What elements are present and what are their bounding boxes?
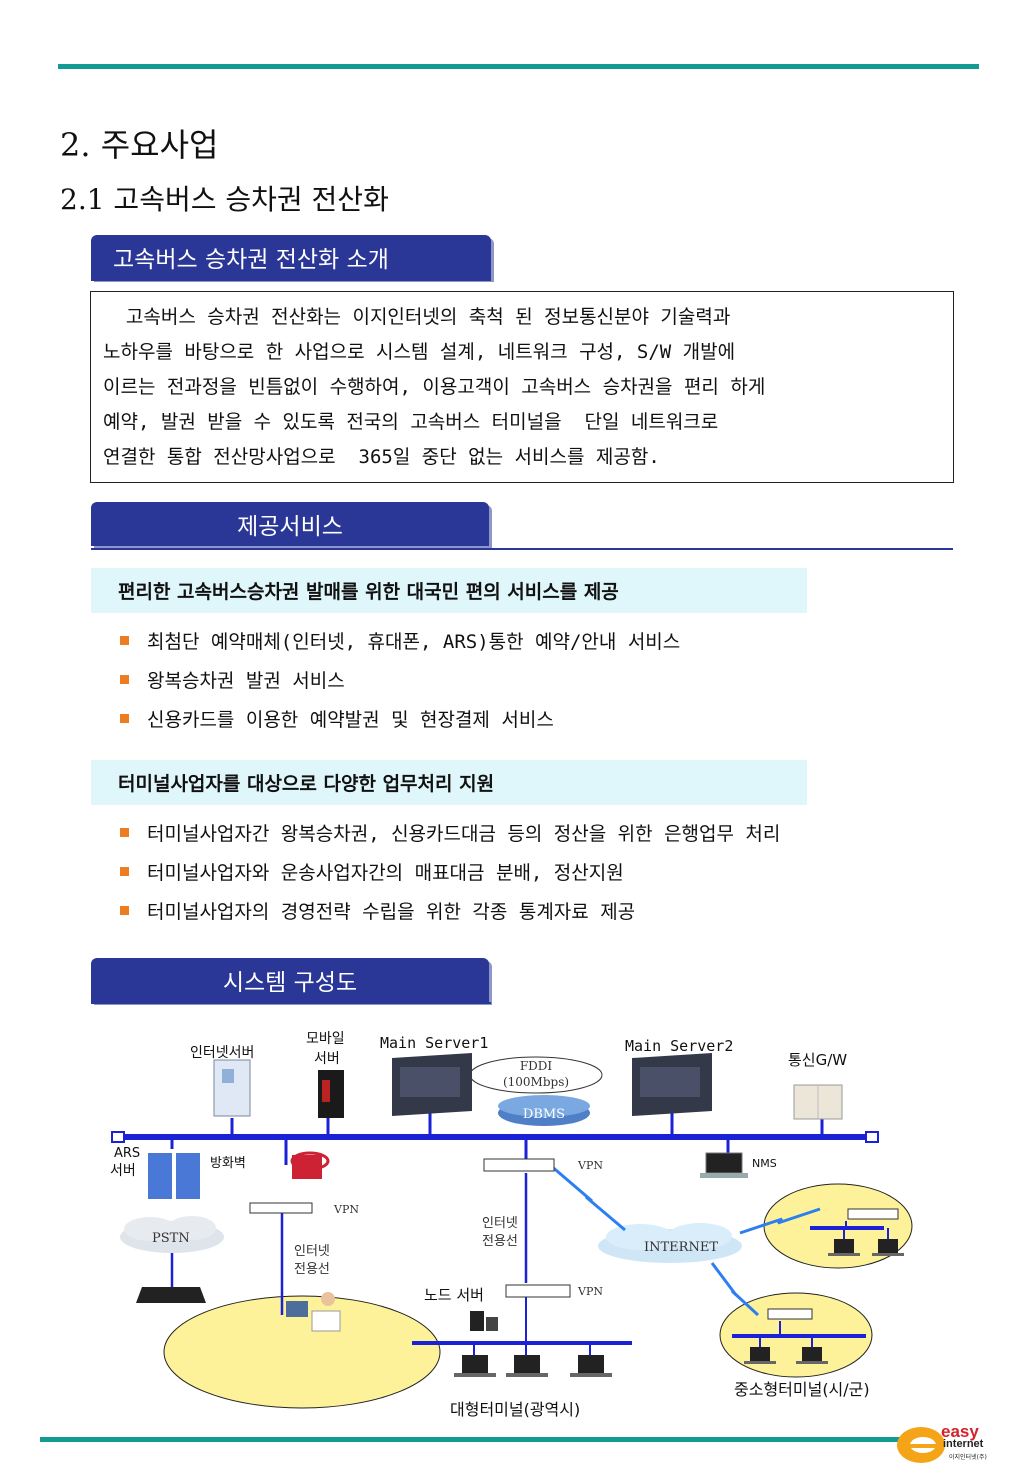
logo-word2: internet: [943, 1438, 984, 1450]
intro-line: 노하우를 바탕으로 한 사업으로 시스템 설계, 네트워크 구성, S/W 개발…: [103, 341, 736, 363]
terminal-pc-icon: [506, 1355, 548, 1377]
tab-underline: [91, 279, 491, 281]
label-internet-server: 인터넷서버: [190, 1045, 254, 1061]
label-comm-gw: 통신G/W: [788, 1051, 847, 1069]
list-item: 터미널사업자의 경영전략 수립을 위한 각종 통계자료 제공: [120, 891, 780, 930]
bullet-icon: [120, 636, 129, 645]
tab-intro: 고속버스 승차권 전산화 소개: [91, 235, 491, 279]
tab-system: 시스템 구성도: [91, 958, 489, 1002]
label-pstn: PSTN: [152, 1231, 190, 1246]
phone-icon: [136, 1287, 206, 1303]
label-vpn: VPN: [577, 1159, 603, 1172]
wan-link: [739, 1207, 821, 1235]
node-server-icon: [470, 1311, 498, 1331]
tab-services: 제공서비스: [91, 502, 489, 546]
logo-caption: 이지인터넷(주): [949, 1454, 987, 1461]
system-diagram: 인터넷서버 모바일 서버 통신G/W ARS 서버 방화벽 노드 서버 대형터미…: [110, 1031, 913, 1419]
top-rule: [58, 64, 979, 69]
internet-cloud-icon: [598, 1223, 742, 1263]
terminal-pc-icon: [872, 1239, 904, 1256]
label-small-terminal: 중소형터미널(시/군): [734, 1380, 870, 1399]
label-leased-line: 인터넷: [482, 1216, 518, 1231]
intro-line: 고속버스 승차권 전산화는 이지인터넷의 축척 된 정보통신분야 기술력과: [103, 306, 731, 328]
label-ars: ARS: [114, 1146, 140, 1161]
intro-line: 이르는 전과정을 빈틈없이 수행하여, 이용고객이 고속버스 승차권을 편리 하…: [103, 376, 766, 398]
bottom-rule: [40, 1437, 900, 1442]
vpn-router-icon: [505, 1284, 571, 1298]
tab-underline: [91, 548, 953, 550]
list-item: 터미널사업자와 운송사업자간의 매표대금 분배, 정산지원: [120, 852, 780, 891]
list-item: 터미널사업자간 왕복승차권, 신용카드대금 등의 정산을 위한 은행업무 처리: [120, 813, 780, 852]
label-nms: NMS: [752, 1157, 777, 1170]
logo-word1: easy: [941, 1422, 979, 1441]
comm-gateway-icon: [793, 1084, 843, 1120]
label-mobile-server: 모바일: [306, 1031, 345, 1047]
services-group2-list: 터미널사업자간 왕복승차권, 신용카드대금 등의 정산을 위한 은행업무 처리 …: [120, 813, 780, 930]
company-logo: easy internet 이지인터넷(주): [895, 1422, 995, 1468]
bullet-icon: [120, 714, 129, 723]
vpn-router-icon: [483, 1158, 555, 1172]
label-internet: INTERNET: [644, 1240, 718, 1255]
nms-laptop-icon: [700, 1152, 748, 1178]
intro-line: 예약, 발권 받을 수 있도록 전국의 고속버스 터미널을 단일 네트워크로: [103, 411, 719, 433]
label-leased-line: 인터넷: [294, 1244, 330, 1259]
intro-line: 연결한 통합 전산망사업으로 365일 중단 없는 서비스를 제공함.: [103, 446, 660, 468]
operator-pc-icon: [286, 1292, 341, 1332]
pstn-cloud-icon: [120, 1216, 224, 1253]
services-group1-title: 편리한 고속버스승차권 발매를 위한 대국민 편의 서비스를 제공: [91, 568, 807, 613]
label-vpn: VPN: [577, 1285, 603, 1298]
vpn-router-icon: [847, 1208, 899, 1220]
label-firewall: 방화벽: [210, 1156, 246, 1171]
main-server2-icon: [632, 1053, 712, 1116]
wan-link: [710, 1262, 760, 1317]
list-item: 최첨단 예약매체(인터넷, 휴대폰, ARS)통한 예약/안내 서비스: [120, 621, 680, 660]
terminal-pc-icon: [454, 1355, 496, 1377]
label-main-server1: Main Server1: [380, 1034, 488, 1052]
list-item: 왕복승차권 발권 서비스: [120, 660, 680, 699]
label-fddi: FDDI: [520, 1059, 553, 1073]
page-heading: 2. 주요사업: [60, 126, 219, 164]
large-terminal-area: [163, 1295, 441, 1409]
bullet-icon: [120, 906, 129, 915]
intro-textbox: 고속버스 승차권 전산화는 이지인터넷의 축척 된 정보통신분야 기술력과 노하…: [90, 291, 954, 483]
label-node-server: 노드 서버: [424, 1286, 484, 1304]
section-heading: 2.1 고속버스 승차권 전산화: [60, 183, 389, 216]
main-server1-icon: [392, 1053, 472, 1116]
label-leased-line: 전용선: [294, 1262, 330, 1277]
label-main-server2: Main Server2: [625, 1037, 733, 1055]
ars-server-icon: [148, 1153, 200, 1199]
label-ars: 서버: [110, 1163, 136, 1179]
bullet-icon: [120, 675, 129, 684]
label-large-terminal: 대형터미널(광역시): [450, 1400, 580, 1419]
tab-underline: [91, 1002, 491, 1004]
label-leased-line: 전용선: [482, 1234, 518, 1249]
bullet-icon: [120, 867, 129, 876]
terminal-pc-icon: [570, 1355, 612, 1377]
wan-link: [549, 1163, 626, 1232]
mobile-server-icon: [318, 1070, 344, 1118]
firewall-icon: [290, 1151, 330, 1179]
terminal-pc-icon: [744, 1347, 776, 1364]
label-dbms: DBMS: [523, 1107, 565, 1122]
bullet-icon: [120, 828, 129, 837]
label-fddi: (100Mbps): [503, 1075, 569, 1089]
terminal-pc-icon: [828, 1239, 860, 1256]
list-item: 신용카드를 이용한 예약발권 및 현장결제 서비스: [120, 699, 680, 738]
vpn-router-icon: [249, 1202, 313, 1214]
services-group1-list: 최첨단 예약매체(인터넷, 휴대폰, ARS)통한 예약/안내 서비스 왕복승차…: [120, 621, 680, 738]
services-group2-title: 터미널사업자를 대상으로 다양한 업무처리 지원: [91, 760, 807, 805]
label-mobile-server: 서버: [314, 1051, 340, 1067]
vpn-router-icon: [767, 1308, 813, 1320]
label-vpn: VPN: [333, 1203, 359, 1216]
terminal-pc-icon: [796, 1347, 828, 1364]
internet-server-icon: [213, 1059, 251, 1117]
